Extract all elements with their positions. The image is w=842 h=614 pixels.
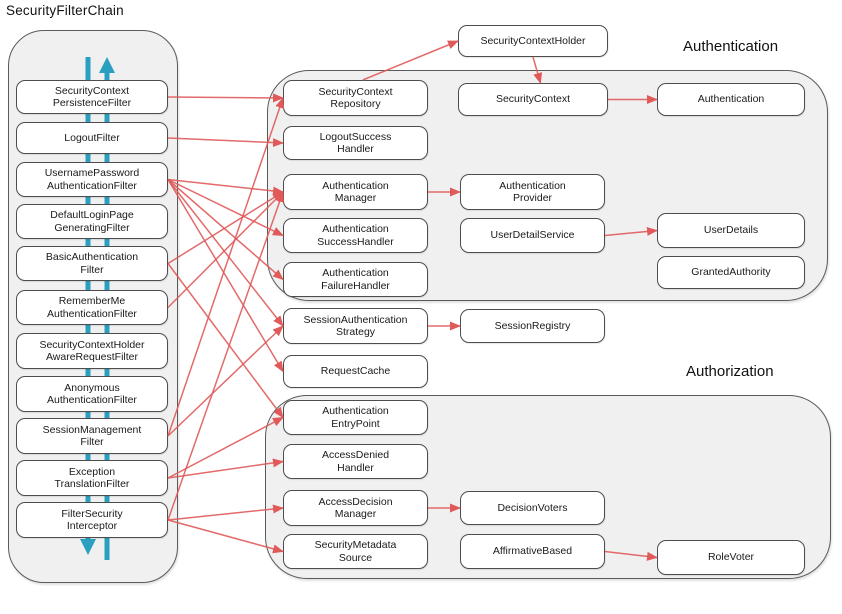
edge-username-password-authentication-filter-to-session-authentication-strategy: [167, 179, 284, 327]
security-context-node: SecurityContext: [458, 83, 608, 116]
security-context-holder-aware-request-filter-node: SecurityContextHolder AwareRequestFilter: [16, 333, 168, 369]
exception-translation-filter-node: Exception TranslationFilter: [16, 460, 168, 496]
edge-basic-authentication-filter-to-authentication-manager: [167, 191, 284, 265]
edge-username-password-authentication-filter-to-authentication-success-handler: [167, 178, 284, 237]
edge-remember-me-authentication-filter-to-authentication-manager: [167, 191, 284, 309]
logout-filter-node: LogoutFilter: [16, 122, 168, 154]
security-context-holder-node: SecurityContextHolder: [458, 25, 608, 57]
edge-session-management-filter-to-session-authentication-strategy: [167, 325, 284, 437]
session-registry-node: SessionRegistry: [460, 309, 605, 343]
role-voter-node: RoleVoter: [657, 540, 805, 575]
edge-username-password-authentication-filter-to-authentication-manager: [167, 178, 284, 196]
diagram-title: SecurityFilterChain: [6, 3, 124, 18]
authentication-group-label: Authentication: [683, 38, 779, 55]
authentication-node: Authentication: [657, 83, 805, 116]
session-authentication-strategy-node: SessionAuthentication Strategy: [283, 308, 428, 344]
username-password-authentication-filter-node: UsernamePassword AuthenticationFilter: [16, 162, 168, 197]
edge-session-management-filter-to-security-context-repository: [167, 97, 285, 437]
security-context-persistence-filter-node: SecurityContext PersistenceFilter: [16, 80, 168, 114]
authorization-group-label: Authorization: [686, 363, 774, 380]
logout-success-handler-node: LogoutSuccess Handler: [283, 126, 428, 160]
authentication-provider-node: Authentication Provider: [460, 174, 605, 210]
session-management-filter-node: SessionManagement Filter: [16, 418, 168, 454]
decision-voters-node: DecisionVoters: [460, 491, 605, 525]
remember-me-authentication-filter-node: RememberMe AuthenticationFilter: [16, 290, 168, 325]
authentication-entry-point-node: Authentication EntryPoint: [283, 400, 428, 435]
authentication-failure-handler-node: Authentication FailureHandler: [283, 262, 428, 297]
edge-username-password-authentication-filter-to-authentication-failure-handler: [167, 178, 284, 281]
user-detail-service-node: UserDetailService: [460, 218, 605, 253]
filter-security-interceptor-node: FilterSecurity Interceptor: [16, 502, 168, 538]
edge-logout-filter-to-logout-success-handler: [167, 137, 284, 148]
default-login-page-generating-filter-node: DefaultLoginPage GeneratingFilter: [16, 204, 168, 239]
security-context-repository-node: SecurityContext Repository: [283, 80, 428, 116]
user-details-node: UserDetails: [657, 213, 805, 248]
anonymous-authentication-filter-node: Anonymous AuthenticationFilter: [16, 376, 168, 412]
basic-authentication-filter-node: BasicAuthentication Filter: [16, 246, 168, 281]
security-metadata-source-node: SecurityMetadata Source: [283, 534, 428, 569]
edge-username-password-authentication-filter-to-request-cache: [167, 179, 284, 373]
authentication-success-handler-node: Authentication SuccessHandler: [283, 218, 428, 253]
authentication-manager-node: Authentication Manager: [283, 174, 428, 210]
edge-security-context-persistence-filter-to-security-context-repository: [167, 93, 284, 103]
granted-authority-node: GrantedAuthority: [657, 256, 805, 289]
access-decision-manager-node: AccessDecision Manager: [283, 490, 428, 526]
access-denied-handler-node: AccessDenied Handler: [283, 444, 428, 479]
affirmative-based-node: AffirmativeBased: [460, 534, 605, 569]
request-cache-node: RequestCache: [283, 355, 428, 388]
edge-basic-authentication-filter-to-authentication-entry-point: [167, 263, 284, 419]
